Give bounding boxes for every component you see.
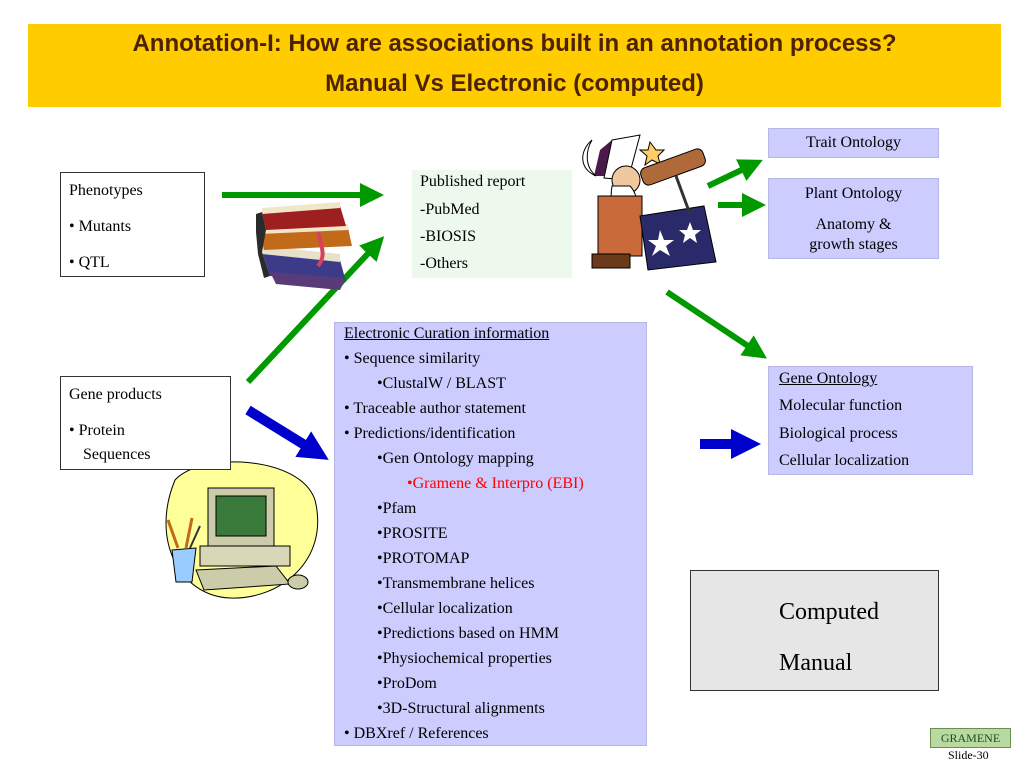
slide-number: Slide-30 [948, 748, 989, 762]
phenotypes-item: • Mutants [69, 218, 132, 235]
electronic-line: •ProDom [377, 675, 437, 692]
phenotypes-label: Phenotypes [69, 182, 143, 199]
title-line-2: Manual Vs Electronic (computed) [325, 70, 704, 97]
electronic-line: •Pfam [377, 500, 417, 517]
electronic-line: •PROTOMAP [377, 550, 470, 567]
gene-ontology-item: Molecular function [779, 397, 903, 414]
arrow-to-gene-ontology [665, 289, 767, 359]
published-line: -BIOSIS [420, 228, 477, 245]
books-clipart [256, 202, 352, 290]
phenotypes-item: • QTL [69, 254, 110, 271]
electronic-line: • DBXref / References [344, 725, 489, 742]
gramene-logo: GRAMENE [930, 728, 1011, 748]
plant-ontology-sub: Anatomy & [815, 216, 892, 233]
electronic-line: •PROSITE [377, 525, 448, 542]
published-line: Published report [420, 173, 526, 190]
electronic-line: •Cellular localization [377, 600, 513, 617]
electronic-line: •Gen Ontology mapping [377, 450, 534, 467]
legend-computed-label: Computed [779, 599, 879, 625]
trait-ontology-label: Trait Ontology [806, 134, 901, 151]
gene-ontology-item: Cellular localization [779, 452, 910, 469]
electronic-heading: Electronic Curation information [344, 325, 550, 342]
gene-products-item: • Protein [69, 422, 125, 439]
gene-ontology-box: Gene Ontology Molecular function Biologi… [768, 366, 973, 475]
phenotypes-box: Phenotypes • Mutants • QTL [60, 172, 205, 277]
trait-ontology-box: Trait Ontology [768, 128, 939, 158]
published-report-box: Published report -PubMed -BIOSIS -Others [412, 170, 572, 278]
gene-products-box: Gene products • Protein Sequences [60, 376, 231, 470]
published-line: -Others [420, 255, 468, 272]
computer-clipart [165, 461, 319, 599]
plant-ontology-box: Plant Ontology Anatomy & growth stages [768, 178, 939, 259]
electronic-curation-box: Electronic Curation information • Sequen… [334, 322, 647, 746]
gene-products-label: Gene products [69, 386, 162, 403]
electronic-line: •ClustalW / BLAST [377, 375, 506, 392]
electronic-line: • Predictions/identification [344, 425, 516, 442]
wizard-clipart [582, 134, 717, 271]
title-line-1: Annotation-I: How are associations built… [132, 30, 897, 57]
arrow-gene-products-to-electronic [245, 405, 329, 460]
electronic-line: •Transmembrane helices [377, 575, 535, 592]
legend-manual-label: Manual [779, 650, 853, 676]
electronic-line: •Predictions based on HMM [377, 625, 560, 642]
legend-box: Computed Manual [690, 570, 939, 691]
arrow-gene-products-to-published [245, 236, 385, 385]
electronic-line: •3D-Structural alignments [377, 700, 545, 717]
gene-ontology-item: Biological process [779, 425, 898, 442]
plant-ontology-sub: growth stages [809, 236, 898, 253]
title-banner: Annotation-I: How are associations built… [28, 24, 1001, 107]
plant-ontology-title: Plant Ontology [804, 185, 903, 202]
gene-ontology-heading: Gene Ontology [779, 370, 878, 387]
electronic-line-highlight: •Gramene & Interpro (EBI) [407, 475, 584, 492]
electronic-line: • Sequence similarity [344, 350, 481, 367]
electronic-line: • Traceable author statement [344, 400, 526, 417]
arrow-to-trait-ontology [706, 159, 763, 189]
published-line: -PubMed [420, 201, 480, 218]
electronic-line: •Physiochemical properties [377, 650, 552, 667]
gene-products-item: Sequences [83, 446, 151, 463]
